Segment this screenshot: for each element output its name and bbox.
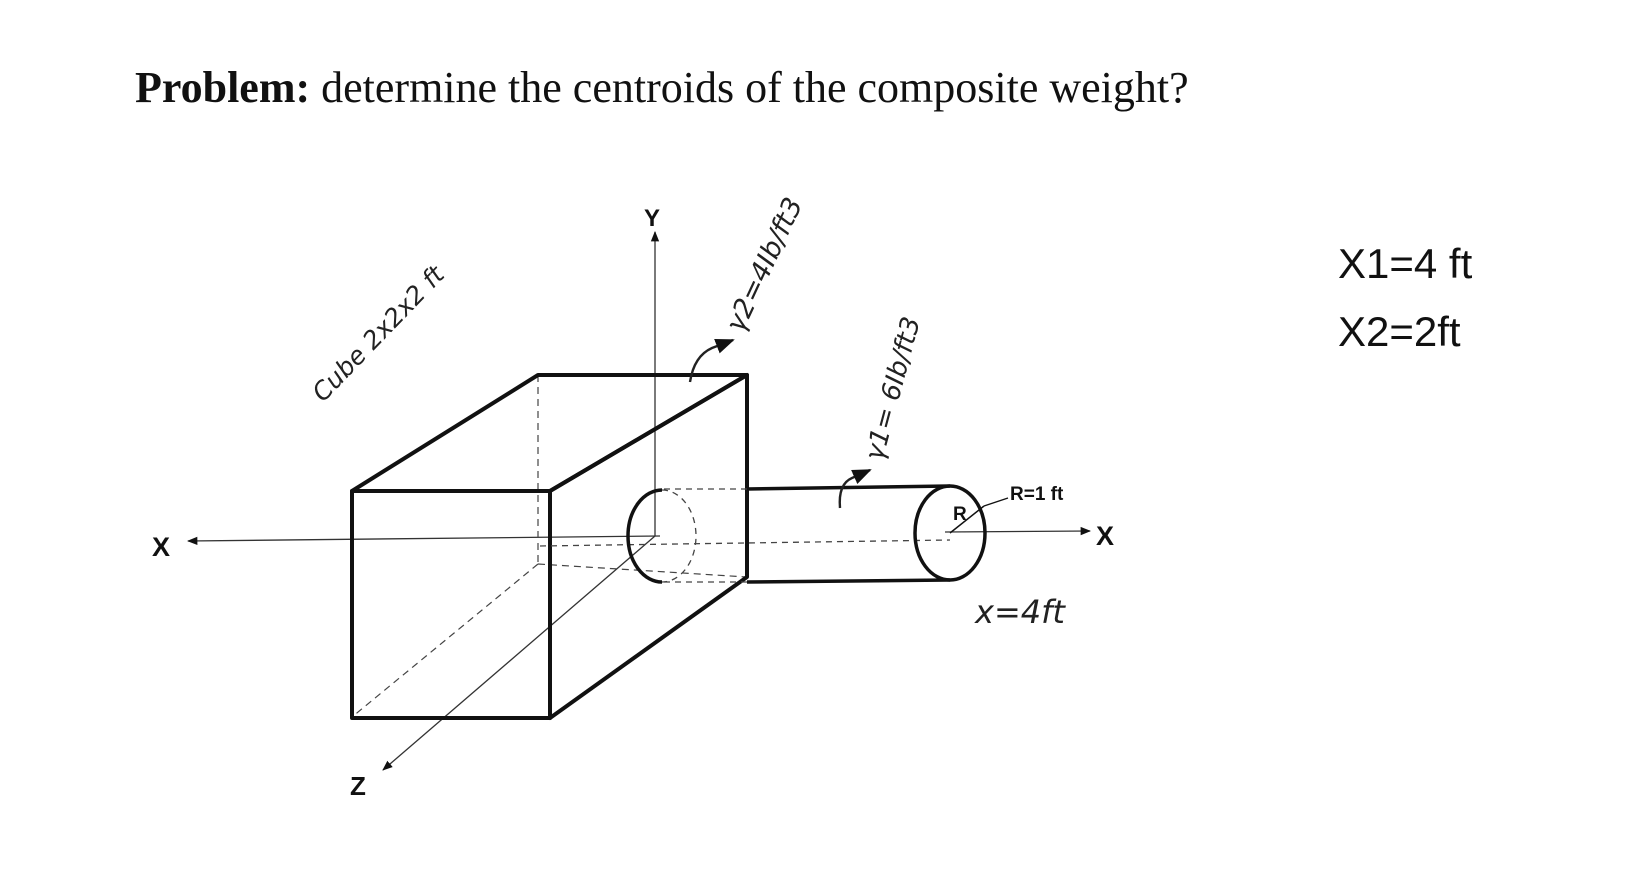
- cylinder-bottom-edge: [746, 578, 951, 584]
- cube-hidden-edges: [351, 375, 748, 718]
- radius-value-label: R=1 ft: [1010, 484, 1064, 505]
- x-axis-left-line: [186, 535, 661, 546]
- cylinder-near-end-left: [626, 488, 663, 584]
- radius-line: [949, 505, 985, 534]
- cube: [350, 373, 749, 720]
- cylinder-far-end: [913, 484, 987, 582]
- x-axis-right-line: [944, 526, 1092, 536]
- gamma1-label: γ1= 6Ib/ft3: [860, 314, 927, 464]
- z-axis-line: [382, 535, 656, 771]
- problem-statement: determine the centroids of the composite…: [310, 63, 1189, 112]
- radius-symbol: R: [953, 504, 967, 525]
- given-x1: X1=4 ft: [1338, 240, 1473, 287]
- cube-front-face: [350, 489, 552, 720]
- x-axis-right-label: X: [1096, 521, 1114, 551]
- cylinder: [626, 484, 987, 584]
- cube-label: Cube 2x2x2 ft: [306, 259, 450, 407]
- gamma2-leader: [688, 338, 735, 383]
- cube-top-face: [350, 373, 749, 493]
- z-axis-label: Z: [350, 771, 366, 801]
- x-axis-left-label: X: [152, 532, 170, 562]
- cube-side-face: [548, 373, 749, 720]
- radius-leader: [983, 497, 1009, 507]
- y-axis-label: Y: [644, 205, 660, 232]
- length-label: x=4ft: [974, 593, 1066, 631]
- cylinder-hidden-edges: [539, 488, 951, 583]
- given-x2: X2=2ft: [1338, 308, 1461, 355]
- cylinder-top-edge: [746, 484, 951, 491]
- gamma1-leader: [838, 468, 872, 509]
- problem-label: Problem:: [135, 63, 311, 112]
- gamma2-label: γ2=4Ib/ft3: [720, 193, 809, 337]
- problem-title: Problem: determine the centroids of the …: [135, 62, 1189, 113]
